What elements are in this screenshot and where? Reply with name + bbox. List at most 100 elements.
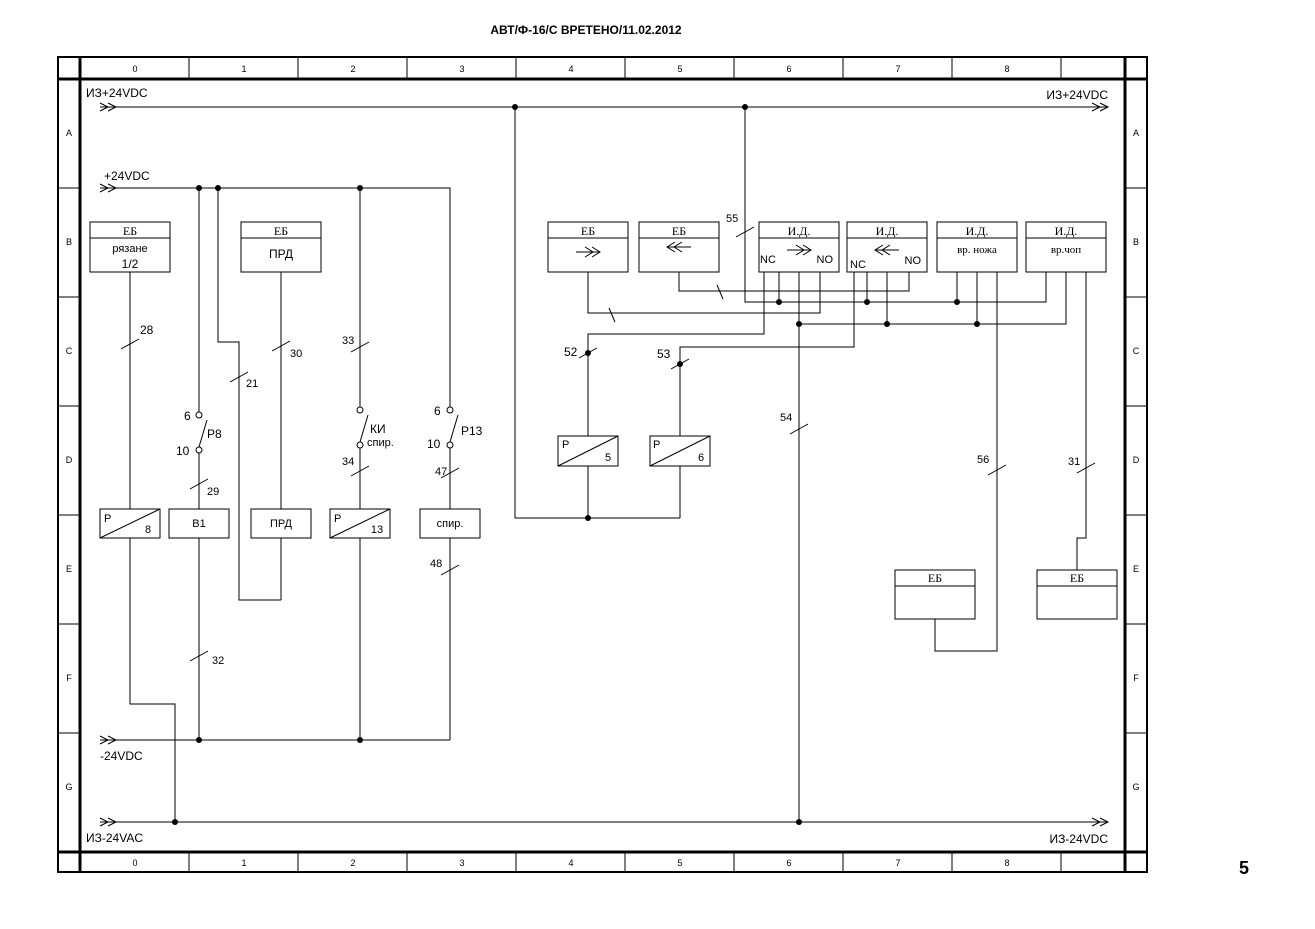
col-label: 0 (132, 64, 137, 74)
terminal-nc: NC (760, 254, 776, 266)
block-text: вр.чоп (1051, 244, 1081, 256)
block-head: И.Д. (788, 224, 811, 238)
relay-number: 13 (371, 524, 383, 536)
row-label: F (1133, 673, 1139, 683)
terminal-no: NO (817, 254, 834, 266)
rail-iz-minus: ИЗ-24VAC ИЗ-24VDC (86, 817, 1110, 846)
wire-number: 33 (342, 335, 354, 347)
contact-pin: 6 (184, 409, 191, 423)
contact-pin: 10 (427, 437, 441, 451)
col-label: 4 (568, 858, 573, 868)
wire-number: 30 (290, 348, 302, 360)
block-head: ЕБ (581, 224, 595, 238)
rail-label: ИЗ+24VDC (86, 86, 148, 100)
wire-number: 52 (564, 345, 578, 359)
contact-name: КИ (370, 422, 386, 436)
rail-iz-plus: ИЗ+24VDC ИЗ+24VDC (86, 86, 1110, 112)
row-label: F (66, 673, 72, 683)
col-label: 7 (895, 64, 900, 74)
rail-label: -24VDC (100, 749, 143, 763)
block-text: 1/2 (122, 257, 139, 271)
row-label: G (65, 782, 72, 792)
drawing-frame (57, 56, 1148, 873)
row-label: E (66, 564, 72, 574)
col-label: 1 (241, 858, 246, 868)
terminal-nc: NC (850, 259, 866, 271)
wire-number: 55 (726, 213, 738, 225)
forward-arrow-icon (787, 244, 812, 256)
col-label: 6 (786, 858, 791, 868)
wire-number: 47 (435, 466, 447, 478)
page-number: 5 (1239, 858, 1249, 878)
row-label: D (1133, 455, 1140, 465)
row-label: E (1133, 564, 1139, 574)
rail-label: +24VDC (104, 169, 150, 183)
rail-minus24: -24VDC (99, 735, 450, 763)
block-text: рязане (112, 243, 147, 255)
row-label: B (66, 237, 72, 247)
left-circuit: ЕБ рязане 1/2 28 P 8 6 10 P8 29 B1 32 21 (89, 185, 483, 825)
block-head: ЕБ (1070, 571, 1084, 585)
backward-arrow-icon (666, 241, 691, 253)
wire-number: 31 (1068, 456, 1080, 468)
wire-number: 48 (430, 558, 442, 570)
block-head: И.Д. (966, 224, 989, 238)
col-label: 7 (895, 858, 900, 868)
box-label: ПРД (270, 518, 293, 530)
rail-label: ИЗ+24VDC (1046, 88, 1108, 102)
rail-label: ИЗ-24VAC (86, 831, 143, 845)
row-label: A (1133, 128, 1139, 138)
rail-plus24: +24VDC (99, 169, 450, 193)
relay-label: P (104, 513, 111, 525)
col-label: 4 (568, 64, 573, 74)
row-label: G (1132, 782, 1139, 792)
col-label: 2 (350, 64, 355, 74)
col-label: 5 (677, 858, 682, 868)
terminal-no: NO (905, 255, 922, 267)
row-label: A (66, 128, 72, 138)
wire-number: 56 (977, 454, 989, 466)
block-head: И.Д. (876, 224, 899, 238)
row-label: C (1133, 346, 1140, 356)
relay-number: 6 (698, 452, 704, 464)
col-label: 8 (1004, 64, 1009, 74)
block-text: вр. ножа (957, 244, 997, 256)
contact-pin: 6 (434, 404, 441, 418)
col-label: 3 (459, 64, 464, 74)
forward-arrow-icon (576, 246, 601, 258)
col-label: 2 (350, 858, 355, 868)
wire-number: 54 (780, 412, 792, 424)
col-label: 3 (459, 858, 464, 868)
wire-number: 53 (657, 347, 671, 361)
block-head: ЕБ (928, 571, 942, 585)
wire-number: 21 (246, 378, 258, 390)
relay-number: 8 (145, 524, 151, 536)
relay-label: P (653, 439, 660, 451)
box-label: B1 (192, 518, 205, 530)
row-label: C (66, 346, 73, 356)
block-text: ПРД (269, 247, 293, 261)
right-circuit: ЕБ ЕБ И.Д. NC NO И.Д. (512, 104, 1118, 825)
row-labels: A B C D E F G A B C D E F G (65, 128, 1139, 792)
wire-number: 32 (212, 655, 224, 667)
backward-arrow-icon (874, 244, 899, 256)
box-label: спир. (437, 518, 464, 530)
row-label: B (1133, 237, 1139, 247)
contact-sub: спир. (367, 437, 394, 449)
contact-name: P13 (461, 424, 483, 438)
relay-label: P (334, 513, 341, 525)
col-label: 6 (786, 64, 791, 74)
rail-label: ИЗ-24VDC (1049, 832, 1108, 846)
wire-number: 34 (342, 456, 354, 468)
col-label: 0 (132, 858, 137, 868)
block-head: ЕБ (672, 224, 686, 238)
col-label: 5 (677, 64, 682, 74)
block-head: И.Д. (1055, 224, 1078, 238)
relay-number: 5 (605, 452, 611, 464)
contact-pin: 10 (176, 444, 190, 458)
contact-name: P8 (207, 427, 222, 441)
drawing-title: АВТ/Ф-16/С ВРЕТЕНО/11.02.2012 (490, 23, 682, 37)
block-head: ЕБ (123, 224, 137, 238)
col-label: 8 (1004, 858, 1009, 868)
